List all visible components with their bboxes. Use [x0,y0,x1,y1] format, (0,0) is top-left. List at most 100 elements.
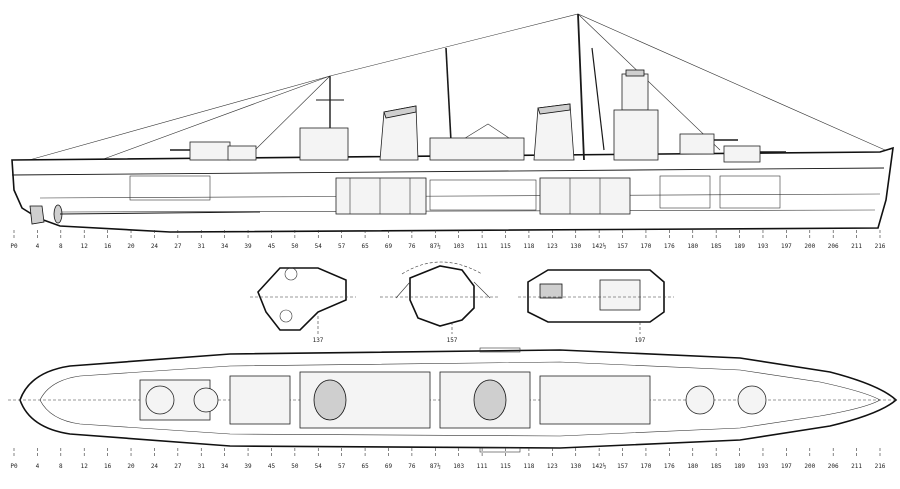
section-2-outline [409,265,475,327]
plan-frame-label: 24 [151,463,159,470]
fwd-magazine [659,175,711,209]
plan-frame-label: 142½ [592,463,607,470]
aft-gun-turret [189,141,231,161]
profile-frame-label: 111 [477,243,488,250]
section-frame-label: 197 [635,337,646,344]
fwd-turret-1 [723,145,761,163]
plan-frame-label: 4 [36,463,40,470]
section-1-outline [257,267,347,331]
section-view-2 [380,261,500,334]
profile-frame-label: 130 [570,243,581,250]
aft-superstructure [227,145,257,161]
plan-frame-label: 45 [268,463,276,470]
foremast [577,13,585,161]
engine-room [429,179,537,211]
aft-magazine [129,175,211,201]
plan-frame-label: 103 [453,463,464,470]
profile-frame-label: 57 [338,243,346,250]
bridge-top [621,73,649,111]
plan-frame-label: 31 [198,463,206,470]
plan-frame-label: 118 [523,463,534,470]
plan-fwd-turret-1 [737,385,767,415]
plan-frame-label: 193 [758,463,769,470]
plan-frame-label: 206 [828,463,839,470]
plan-frame-label: 57 [338,463,346,470]
profile-hull [11,146,894,233]
section-view-1 [250,267,356,334]
plan-frame-label: 69 [385,463,393,470]
plan-frame-label: 180 [687,463,698,470]
profile-frame-label: 103 [453,243,464,250]
profile-frame-label: 50 [291,243,299,250]
plan-frame-label: 111 [477,463,488,470]
profile-frame-label: 24 [151,243,159,250]
plan-frame-label: 189 [734,463,745,470]
plan-frame-label: 185 [711,463,722,470]
plan-frame-label: 39 [244,463,252,470]
plan-aft-funnel [313,379,347,421]
profile-frame-label: 65 [361,243,369,250]
plan-frame-label: 123 [547,463,558,470]
profile-frame-label: 170 [641,243,652,250]
plan-aft-house [229,375,291,425]
profile-frame-label: 8 [59,243,63,250]
propeller-shaft [59,211,261,215]
section-2-sponsons [395,281,491,299]
plan-frame-label: 65 [361,463,369,470]
profile-frame-label: 142½ [592,243,607,250]
profile-frame-label: 76 [408,243,416,250]
plan-frame-label: 27 [174,463,182,470]
plan-frame-label: 12 [81,463,89,470]
plan-frame-label: 197 [781,463,792,470]
mid-deckhouse [429,137,525,161]
fwd-magazine-2 [719,175,781,209]
profile-frame-label: 216 [875,243,886,250]
profile-frame-label: 206 [828,243,839,250]
profile-frame-label: 115 [500,243,511,250]
plan-frame-label: 76 [408,463,416,470]
section-2-arc [401,261,483,275]
profile-frame-label: 69 [385,243,393,250]
fore-stay [577,13,721,151]
plan-frame-label: P0 [10,463,18,470]
plan-frame-label: 34 [221,463,229,470]
section-3-turret [539,283,563,299]
fwd-turret-2 [679,133,715,155]
rigging-stays [21,13,886,163]
profile-frame-label: 157 [617,243,628,250]
rudder [29,205,45,225]
plan-frame-label: 20 [127,463,135,470]
profile-frame-label: 123 [547,243,558,250]
profile-frame-label: 31 [198,243,206,250]
plan-frame-label: 54 [315,463,323,470]
plan-frame-label: 157 [617,463,628,470]
plan-frame-label: 8 [59,463,63,470]
profile-frame-label: 118 [523,243,534,250]
plan-frame-label: 176 [664,463,675,470]
plan-aft-turret [145,385,175,415]
section-3-deckhouse [599,279,641,311]
plan-frame-label: 170 [641,463,652,470]
profile-frame-label: 20 [127,243,135,250]
plan-frame-label: 87½ [430,463,441,470]
profile-frame-label: 193 [758,243,769,250]
section-1-gun-mount [284,267,298,281]
section-1-gun-mount-2 [279,309,293,323]
profile-frame-label: 180 [687,243,698,250]
plan-aft-turret-2 [193,387,219,413]
fwd-boiler-room [539,177,631,215]
profile-frame-label: 176 [664,243,675,250]
plan-frame-label: 130 [570,463,581,470]
plan-boat-davit [479,347,521,353]
crane [461,123,513,141]
profile-frame-label: 197 [781,243,792,250]
aft-deckhouse [299,127,349,161]
platform-deck-line [59,209,876,213]
plan-frame-label: 200 [804,463,815,470]
profile-frame-label: 4 [36,243,40,250]
profile-frame-label: 16 [104,243,112,250]
